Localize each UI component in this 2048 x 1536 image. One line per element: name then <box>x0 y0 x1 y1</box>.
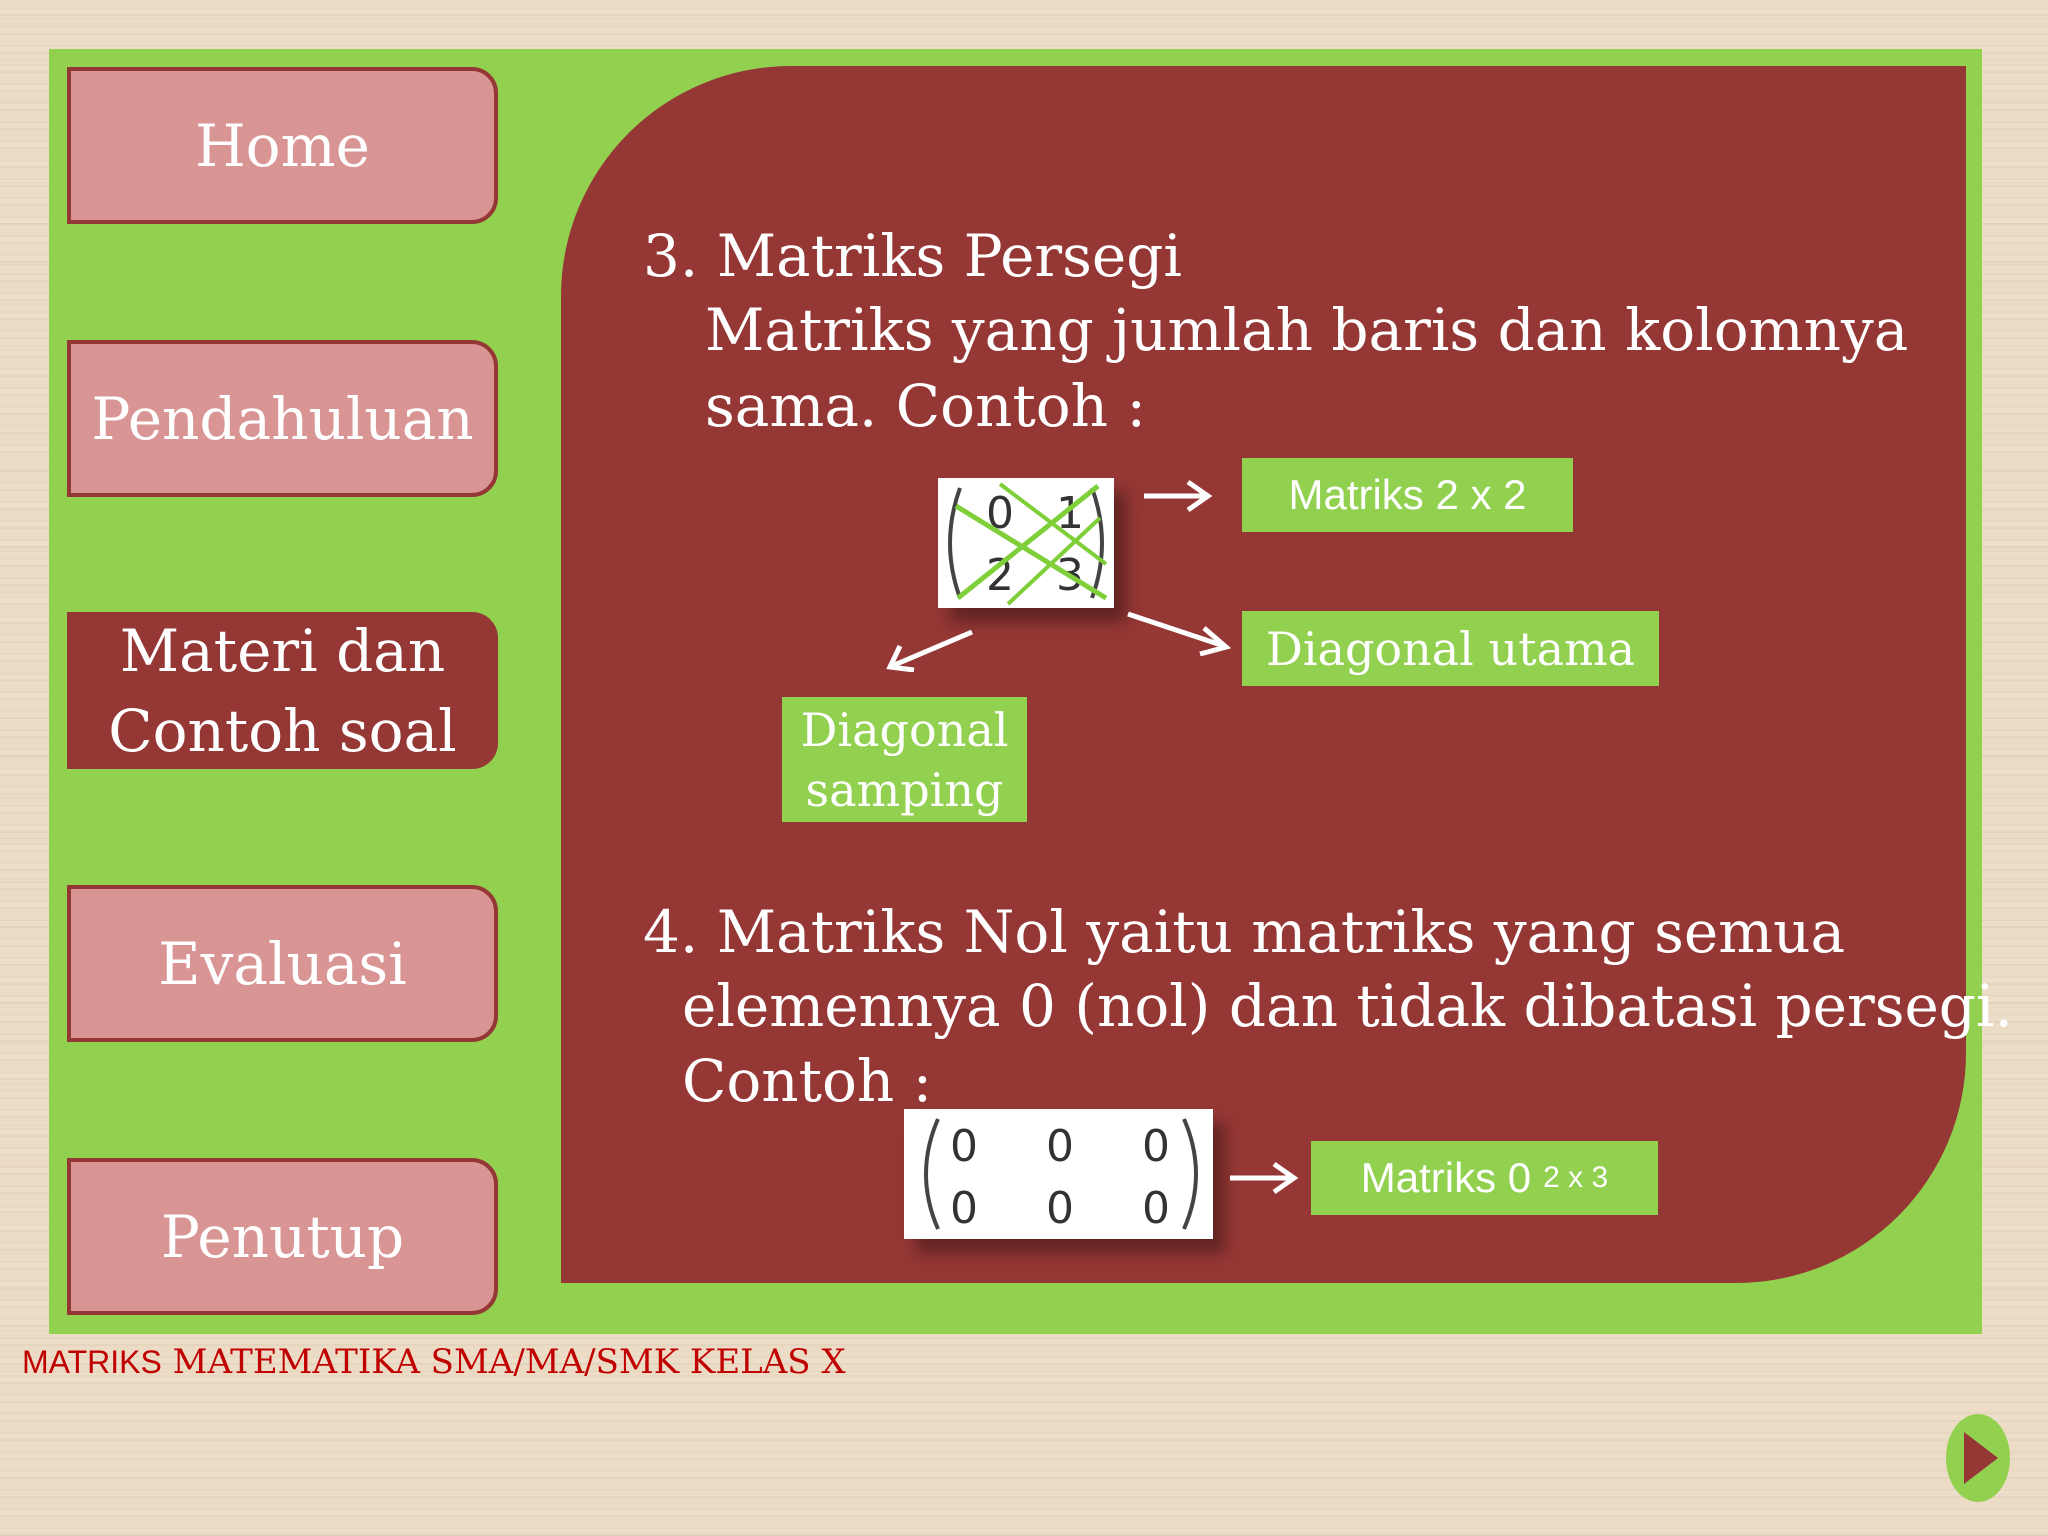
label-diagonal-utama-text: Diagonal utama <box>1265 621 1636 676</box>
matrix-zero-cell-01: 0 <box>1046 1121 1074 1172</box>
nav-home-label: Home <box>195 111 370 180</box>
label-matriks-2x2-text: Matriks 2 x 2 <box>1288 471 1527 518</box>
label-matriks-nol-sub: 2 x 3 <box>1543 1161 1609 1194</box>
section4-line3: Contoh : <box>682 1047 933 1115</box>
diagonal-cross-line-b <box>1006 516 1102 606</box>
nav-evaluasi-button[interactable]: Evaluasi <box>67 885 498 1042</box>
nav-pendahuluan-button[interactable]: Pendahuluan <box>67 340 498 497</box>
label-diagonal-samping-line1: Diagonal <box>800 702 1009 757</box>
matrix-zero-cell-00: 0 <box>950 1121 978 1172</box>
label-matriks-nol-main: Matriks 0 <box>1360 1154 1532 1201</box>
label-diagonal-samping-line2: samping <box>805 762 1004 817</box>
nav-home-button[interactable]: Home <box>67 67 498 224</box>
section3-desc-line1: Matriks yang jumlah baris dan kolomnya <box>705 296 1909 364</box>
footer-text: MATEMATIKA SMA/MA/SMK KELAS X <box>172 1342 846 1382</box>
label-diagonal-samping-text: Diagonal samping <box>801 700 1009 820</box>
matrix-zero-cell-11: 0 <box>1046 1183 1074 1234</box>
matrix-zero-left-paren <box>924 1118 940 1230</box>
main-diagonal-line <box>954 503 1108 601</box>
arrow-main-diagonal-icon <box>1127 611 1232 656</box>
matrix-zero-right-paren <box>1182 1118 1198 1230</box>
nav-materi-label-line2: Contoh soal <box>108 696 457 765</box>
nav-materi-label-line1: Materi dan <box>119 616 446 685</box>
arrow-right-icon <box>1230 1161 1299 1195</box>
section4-line2: elemennya 0 (nol) dan tidak dibatasi per… <box>682 972 2013 1040</box>
matrix-zero-cell-10: 0 <box>950 1183 978 1234</box>
arrow-side-diagonal-icon <box>886 629 973 672</box>
label-diagonal-samping: Diagonal samping <box>782 697 1027 822</box>
section4-line1: 4. Matriks Nol yaitu matriks yang semua <box>643 898 1846 966</box>
diagonal-cross-line-a <box>998 482 1108 566</box>
nav-evaluasi-label: Evaluasi <box>158 929 407 998</box>
footer-caption: MATRIKS MATEMATIKA SMA/MA/SMK KELAS X <box>22 1340 846 1384</box>
matrix-2x2-image: 0 1 2 3 <box>938 478 1114 608</box>
label-matriks-2x2: Matriks 2 x 2 <box>1242 458 1573 532</box>
label-diagonal-utama: Diagonal utama <box>1242 611 1659 686</box>
matrix-zero-cell-02: 0 <box>1142 1121 1170 1172</box>
matrix-zero-cell-12: 0 <box>1142 1183 1170 1234</box>
nav-penutup-button[interactable]: Penutup <box>67 1158 498 1315</box>
matrix-zero-svg: 0 0 0 0 0 0 <box>924 1118 1198 1234</box>
side-diagonal-line <box>956 484 1100 600</box>
matrix-2x2-svg: 0 1 2 3 <box>948 482 1108 606</box>
nav-materi-button[interactable]: Materi dan Contoh soal <box>67 612 498 769</box>
label-matriks-nol: Matriks 0 2 x 3 <box>1311 1141 1658 1215</box>
play-next-icon[interactable] <box>1944 1412 2012 1504</box>
section3-title: 3. Matriks Persegi <box>643 222 1182 290</box>
arrow-right-icon <box>1144 479 1213 513</box>
matrix-2x2-left-paren <box>948 487 962 599</box>
matrix-zero-2x3-image: 0 0 0 0 0 0 <box>904 1109 1213 1239</box>
footer-prefix: MATRIKS <box>22 1344 162 1380</box>
section3-desc-line2: sama. Contoh : <box>705 372 1147 440</box>
nav-penutup-label: Penutup <box>160 1202 405 1271</box>
matrix-2x2-right-paren <box>1090 487 1104 599</box>
nav-materi-label: Materi dan Contoh soal <box>108 611 456 771</box>
nav-pendahuluan-label: Pendahuluan <box>91 384 474 453</box>
